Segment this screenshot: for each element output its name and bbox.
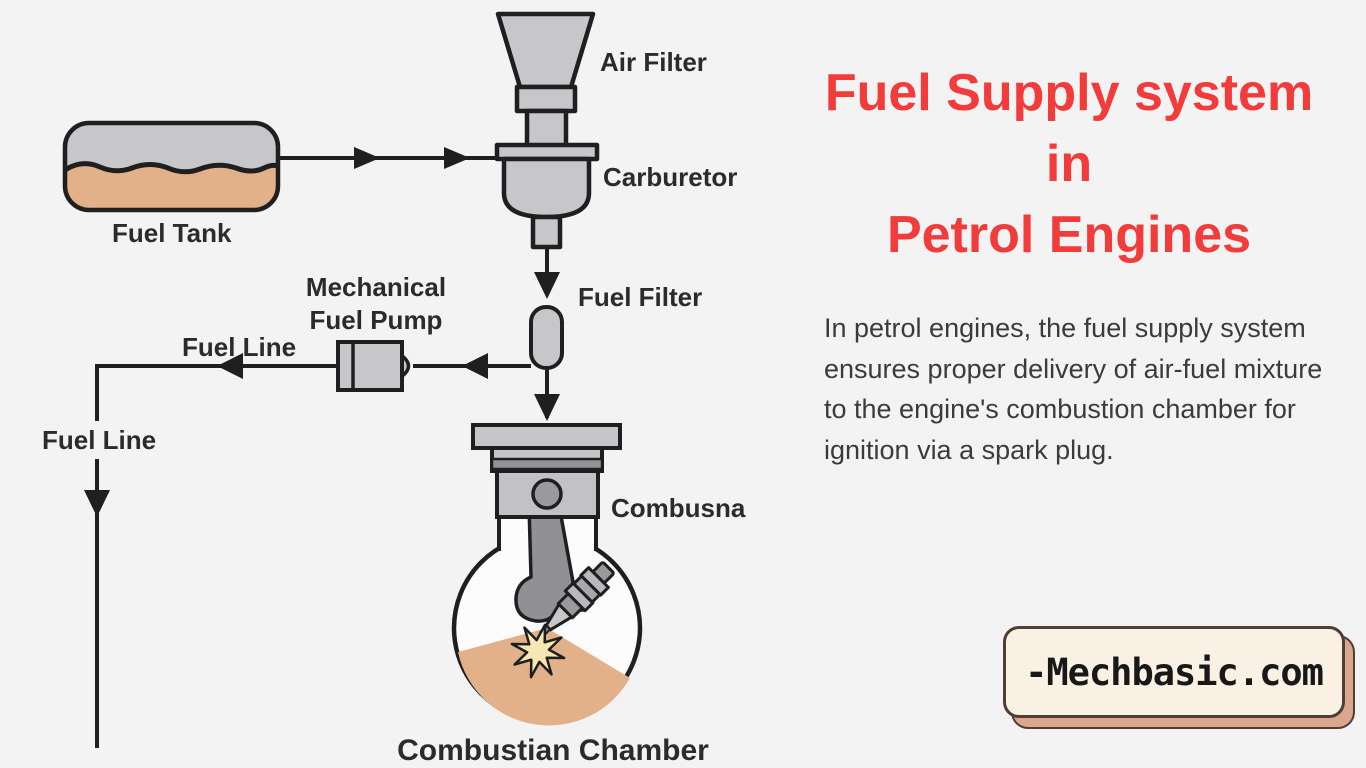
fuel-pump-label-line1: Mechanical [306, 272, 446, 302]
left-fuel-line [84, 364, 110, 748]
combustion-side-label: Combusna [611, 493, 746, 523]
carburetor-label: Carburetor [603, 162, 737, 192]
brand-badge-text: -Mechbasic.com [1025, 650, 1324, 694]
line-pump-to-corner [97, 353, 338, 379]
piston [471, 423, 622, 519]
piston-pin [531, 478, 563, 510]
info-panel: Fuel Supply system in Petrol Engines In … [790, 0, 1366, 768]
carburetor-throat [524, 108, 569, 150]
fuel-tank-label: Fuel Tank [112, 218, 232, 248]
page-title: Fuel Supply system in Petrol Engines [790, 58, 1366, 271]
fuel-tank [62, 120, 281, 213]
title-line-3: Petrol Engines [886, 206, 1252, 264]
fuel-filter [529, 305, 564, 370]
line-tank-to-carburetor [278, 147, 497, 169]
combustion-chamber-label: Combustian Chamber [397, 734, 709, 767]
title-line-1: Fuel Supply system [824, 64, 1314, 122]
carburetor-outlet [530, 214, 563, 250]
fuel-pump-label-line2: Fuel Pump [310, 305, 443, 335]
arrow-right-icon [354, 147, 380, 169]
combustion-chamber [451, 423, 643, 726]
arrow-down-icon [534, 272, 560, 299]
air-filter-label: Air Filter [600, 47, 707, 77]
arrow-left-icon [462, 353, 488, 379]
mechanical-fuel-pump [336, 340, 411, 392]
spark-icon [510, 623, 566, 679]
line-carb-to-filter [534, 246, 560, 299]
tank-fuel-surface-line [65, 161, 278, 175]
fuel-line-label-upper: Fuel Line [182, 332, 296, 362]
arrow-right-icon [444, 147, 470, 169]
fuel-filter-label: Fuel Filter [578, 282, 702, 312]
piston-crown-flange [471, 423, 622, 450]
air-filter-funnel [495, 11, 596, 90]
arrow-left-icon [217, 353, 243, 379]
air-filter [495, 11, 596, 114]
line-filter-to-pump [413, 353, 531, 379]
carburetor [494, 108, 600, 250]
tank-fuel [65, 163, 278, 210]
line-filter-to-chamber [534, 368, 560, 421]
piston-ring-band [490, 457, 604, 471]
fuel-spray-cone [458, 628, 630, 726]
fuel-line-label-left: Fuel Line [42, 425, 156, 455]
pump-body [336, 340, 404, 392]
air-filter-collar [514, 84, 578, 114]
title-line-2: in [1045, 135, 1093, 193]
carburetor-bowl [501, 156, 592, 220]
arrow-down-icon [534, 394, 560, 421]
arrow-down-icon [84, 490, 110, 517]
brand-badge: -Mechbasic.com [1003, 626, 1345, 718]
tank-outline [62, 120, 281, 213]
fuel-system-diagram: Air Filter Carburetor Fuel Tank Mechanic… [42, 11, 746, 767]
description-text: In petrol engines, the fuel supply syste… [824, 313, 1323, 465]
